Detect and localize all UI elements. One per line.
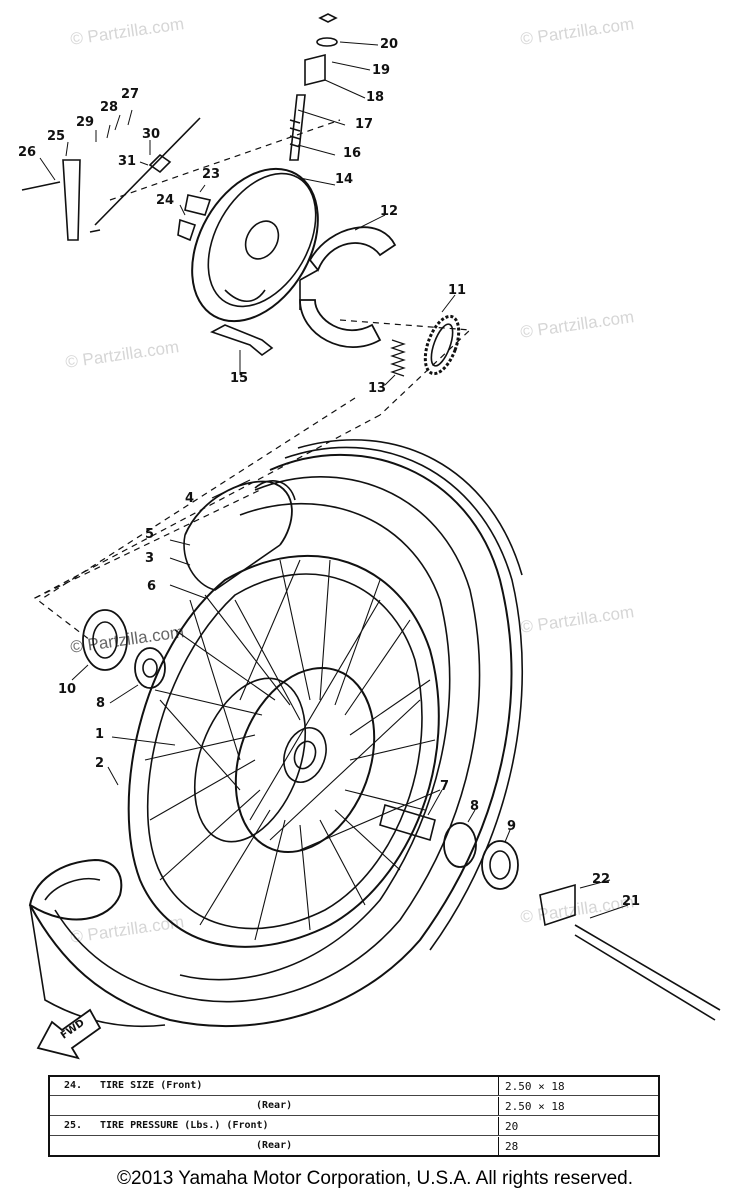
bearing [443, 822, 477, 868]
callout-31: 31 [118, 154, 137, 169]
callout-9: 9 [507, 819, 517, 834]
fwd-arrow [36, 1008, 102, 1060]
callout-15: 15 [230, 371, 249, 386]
spring [390, 339, 406, 377]
tire [28, 439, 524, 1028]
callout-19: 19 [372, 63, 391, 78]
spec-value: 2.50 × 18 [498, 1077, 658, 1095]
spec-sub-label: (Rear) [256, 1140, 293, 1151]
brake-plate [191, 167, 319, 323]
spec-value: 20 [498, 1117, 658, 1135]
brake-shoes [299, 226, 397, 349]
callout-30: 30 [142, 127, 161, 142]
callout-14: 14 [335, 172, 354, 187]
bearing [134, 647, 166, 689]
spec-row: (Rear) 2.50 × 18 [50, 1097, 658, 1116]
callout-13: 13 [368, 381, 387, 396]
brake-lever [21, 117, 212, 242]
spec-row: 25. TIRE PRESSURE (Lbs.) (Front) 20 [50, 1117, 658, 1136]
callout-16: 16 [343, 146, 362, 161]
callout-23: 23 [202, 167, 221, 182]
collar [539, 883, 576, 927]
spec-row: (Rear) 28 [50, 1137, 658, 1155]
hub [193, 667, 376, 853]
copyright-notice: ©2013 Yamaha Motor Corporation, U.S.A. A… [117, 1168, 633, 1189]
callout-1: 1 [95, 727, 105, 742]
callout-20: 20 [380, 37, 399, 52]
spec-number: 25. [64, 1120, 83, 1131]
callout-6: 6 [147, 579, 157, 594]
parts-diagram: © Partzilla.com © Partzilla.com © Partzi… [18, 13, 721, 1060]
callout-5: 5 [145, 527, 155, 542]
callout-25: 25 [47, 129, 66, 144]
axle [574, 924, 721, 1021]
callout-28: 28 [100, 100, 119, 115]
spec-label: TIRE PRESSURE (Lbs.) (Front) [100, 1120, 269, 1131]
spec-label: TIRE SIZE (Front) [100, 1080, 203, 1091]
callout-17: 17 [355, 117, 374, 132]
callout-2: 2 [95, 756, 105, 771]
callout-8b: 8 [470, 799, 480, 814]
callout-21: 21 [622, 894, 641, 909]
spacer [379, 803, 436, 842]
spec-number: 24. [64, 1080, 83, 1091]
callout-4: 4 [185, 491, 195, 506]
spec-value: 2.50 × 18 [498, 1097, 658, 1115]
callout-22: 22 [592, 872, 611, 887]
spec-row: 24. TIRE SIZE (Front) 2.50 × 18 [50, 1077, 658, 1096]
callout-27: 27 [121, 87, 140, 102]
callout-7: 7 [440, 779, 450, 794]
spec-sub-label: (Rear) [256, 1100, 293, 1111]
exploded-view-drawing [21, 13, 721, 1060]
callout-26: 26 [18, 145, 37, 160]
gear [423, 314, 461, 376]
callout-10: 10 [58, 682, 77, 697]
tire-spec-table: 24. TIRE SIZE (Front) 2.50 × 18 (Rear) 2… [48, 1075, 660, 1157]
spec-value: 28 [498, 1137, 658, 1155]
spokes [144, 559, 441, 941]
rim [127, 555, 440, 948]
callout-18: 18 [366, 90, 385, 105]
callout-12: 12 [380, 204, 399, 219]
oil-seal [481, 840, 519, 890]
callout-11: 11 [448, 283, 467, 298]
callout-8: 8 [96, 696, 106, 711]
oil-seal [82, 609, 128, 671]
callout-24: 24 [156, 193, 175, 208]
callout-3: 3 [145, 551, 155, 566]
callout-29: 29 [76, 115, 95, 130]
